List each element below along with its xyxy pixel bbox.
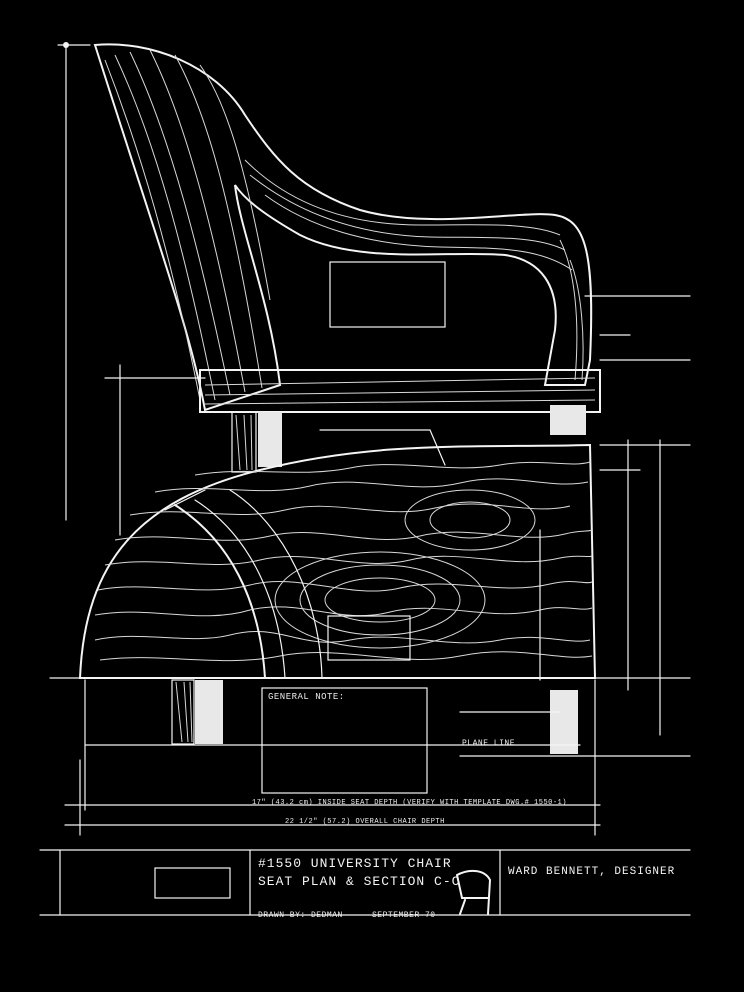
designer-credit: WARD BENNETT, DESIGNER <box>508 866 676 878</box>
plane-line-label: PLANE LINE <box>462 739 516 748</box>
seat-plan <box>78 443 597 754</box>
overall-chair-depth-dimension: 22 1/2" (57.2) OVERALL CHAIR DEPTH <box>285 818 445 826</box>
stamp-frame <box>154 867 231 899</box>
chair-name: #1550 UNIVERSITY CHAIR <box>258 856 452 871</box>
note-box-frame-1 <box>329 261 446 328</box>
general-note-heading: GENERAL NOTE: <box>268 692 345 702</box>
inside-seat-depth-dimension: 17" (43.2 cm) INSIDE SEAT DEPTH (VERIFY … <box>252 799 567 807</box>
chair-thumbnail-icon <box>456 869 492 915</box>
drawing-date: SEPTEMBER 70 <box>372 911 436 920</box>
dimension-lines <box>49 42 691 836</box>
chair-arm-back-profile <box>93 43 601 473</box>
drawn-by: DRAWN BY: DEDMAN <box>258 911 343 920</box>
sheet-title: SEAT PLAN & SECTION C-C <box>258 874 461 889</box>
note-box-frame-2 <box>327 615 411 661</box>
sheet-border <box>39 849 691 916</box>
general-note-frame <box>261 687 428 794</box>
